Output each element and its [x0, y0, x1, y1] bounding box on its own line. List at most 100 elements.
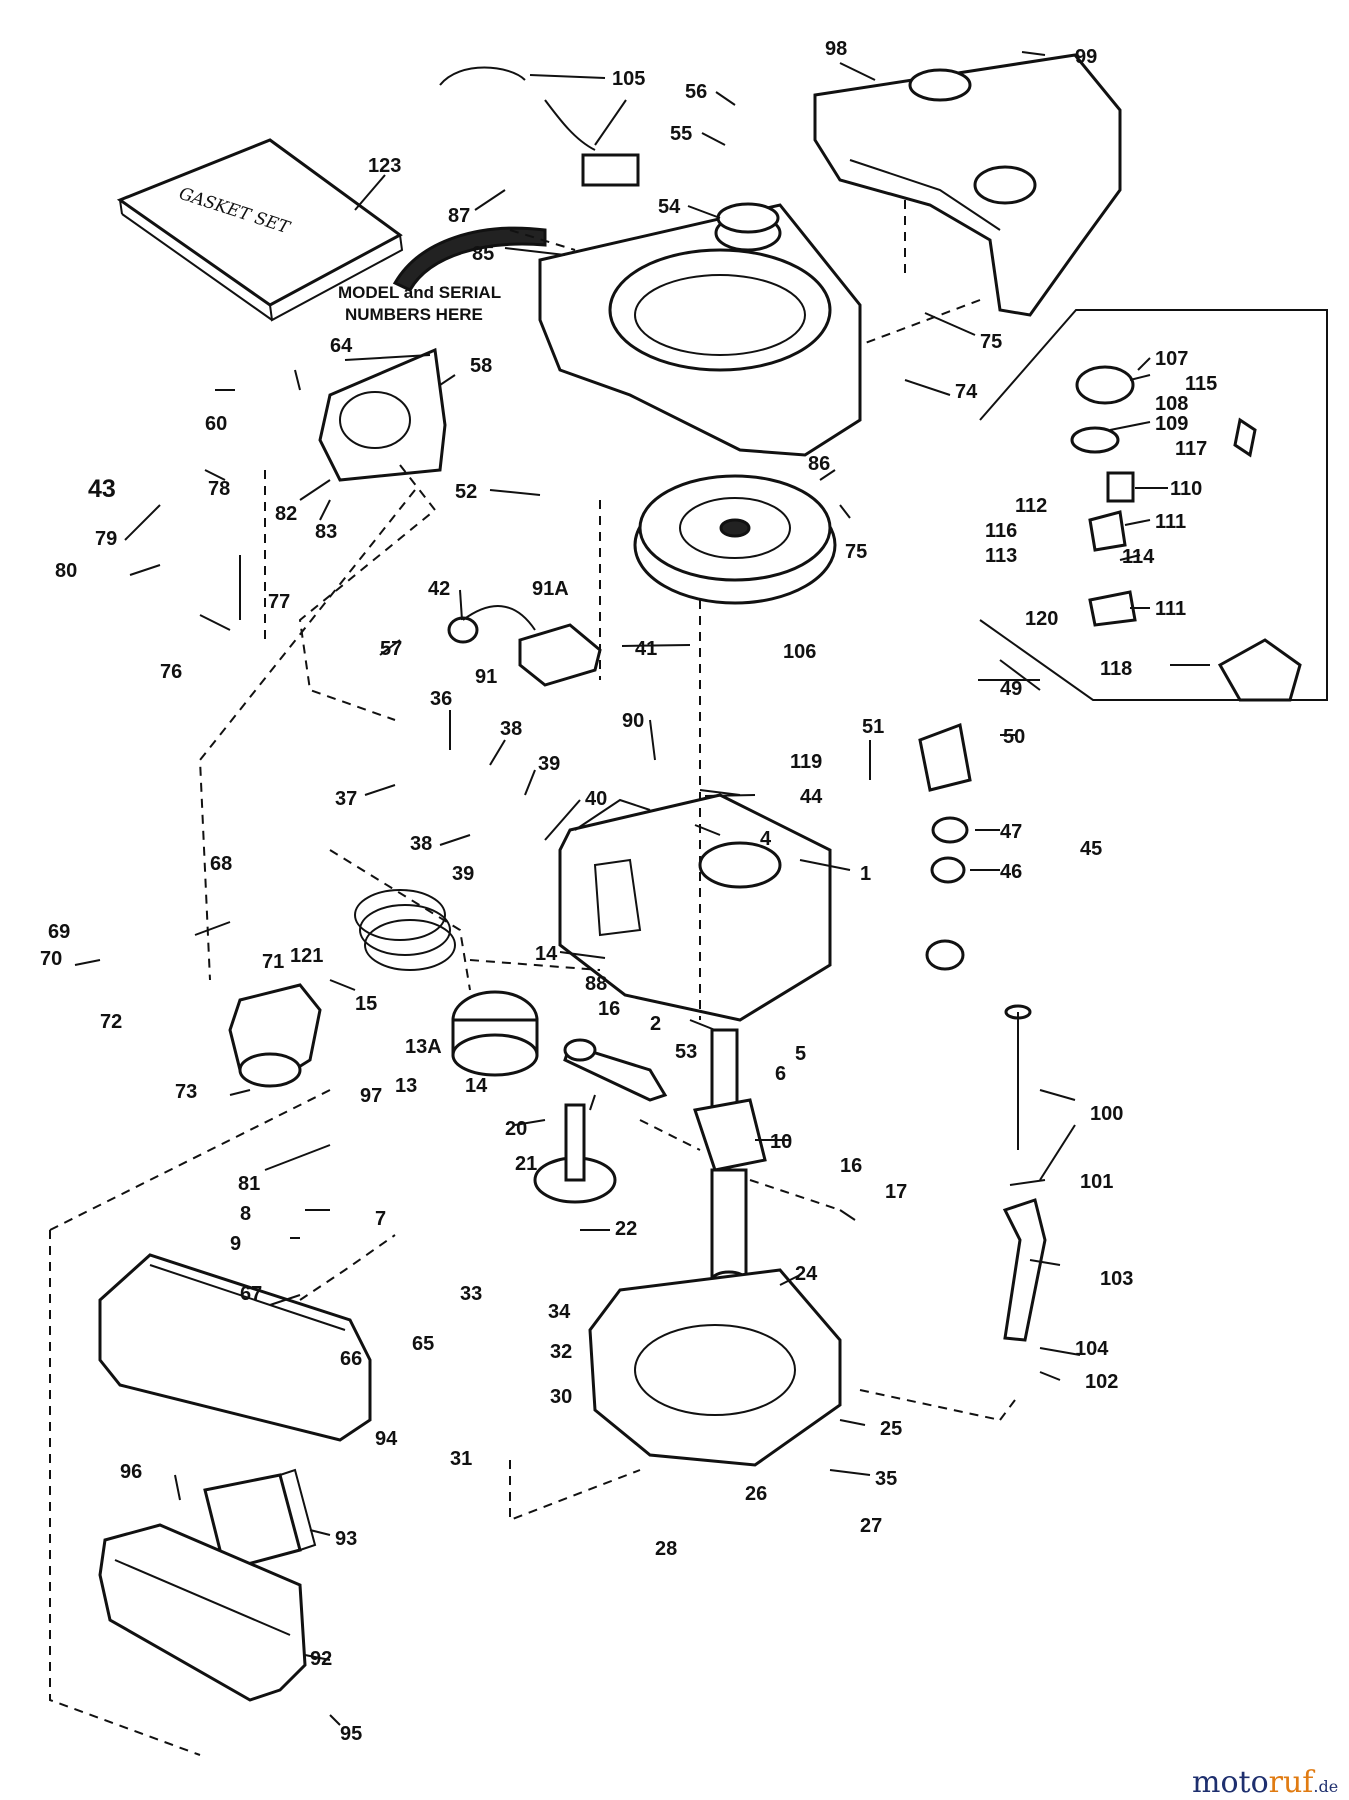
- callout: 13A: [405, 1036, 442, 1058]
- callout: 13: [395, 1075, 417, 1097]
- connecting-rod-part: [563, 1038, 668, 1102]
- fuel-line-part: [439, 66, 640, 187]
- callout: 28: [655, 1538, 677, 1560]
- oil-fill-tube-part: [1002, 1198, 1047, 1342]
- callout: 110: [1170, 478, 1202, 500]
- callout: 117: [1175, 438, 1207, 460]
- callout: 104: [1075, 1338, 1109, 1360]
- callout: 42: [428, 578, 450, 600]
- callout: 82: [275, 503, 297, 525]
- callout: 93: [335, 1528, 357, 1550]
- callout: 64: [330, 335, 353, 357]
- callout: 32: [550, 1341, 572, 1363]
- callout: 80: [55, 560, 77, 582]
- callout: 66: [340, 1348, 362, 1370]
- callout: 24: [795, 1263, 818, 1285]
- piston-part: [354, 889, 539, 1077]
- carburetor-part: [228, 983, 322, 1088]
- callout: 52: [455, 481, 477, 503]
- callout: 49: [1000, 678, 1022, 700]
- callout: 79: [95, 528, 117, 550]
- callout: 14: [535, 943, 558, 965]
- callout: 87: [448, 205, 470, 227]
- callout: 115: [1185, 373, 1217, 395]
- callout: 91A: [532, 578, 569, 600]
- callout: 111: [1155, 511, 1186, 533]
- assembly-lines: [49, 200, 1016, 1756]
- callout: 75: [845, 541, 867, 563]
- callout: 111: [1155, 598, 1186, 620]
- air-filter-part: [203, 1468, 317, 1572]
- air-cleaner-cover-part: [98, 1253, 372, 1442]
- callout: 14: [465, 1075, 488, 1097]
- callout: 5: [795, 1043, 806, 1065]
- callout: 113: [985, 545, 1017, 567]
- callout: 25: [880, 1418, 902, 1440]
- svg-text:motoruf.de: motoruf.de: [1192, 1765, 1338, 1800]
- callout: 85: [472, 243, 494, 265]
- callout: 69: [48, 921, 70, 943]
- callout: 116: [985, 520, 1017, 542]
- callout: 77: [268, 591, 290, 613]
- gasket-set-box: GASKET SET: [116, 138, 404, 322]
- dipstick-part: [1004, 1004, 1032, 1150]
- crankshaft-part: [693, 1028, 767, 1290]
- callout: 67: [240, 1283, 262, 1305]
- callout: 60: [205, 413, 227, 435]
- callout: 114: [1122, 546, 1155, 568]
- callout: 31: [450, 1448, 472, 1470]
- flywheel-part: [633, 474, 837, 605]
- model-serial-note: MODEL and SERIAL NUMBERS HERE: [338, 226, 547, 324]
- sump-part: [588, 1268, 842, 1467]
- callout: 6: [775, 1063, 786, 1085]
- callout: 76: [160, 661, 182, 683]
- callout: 44: [800, 786, 823, 808]
- callout: 81: [238, 1173, 260, 1195]
- callout: 7: [375, 1208, 386, 1230]
- ignition-coil-part: [447, 605, 602, 687]
- callout: 16: [840, 1155, 862, 1177]
- callout: 50: [1003, 726, 1025, 748]
- callout: 26: [745, 1483, 767, 1505]
- callout: 99: [1075, 46, 1097, 68]
- watermark-part3: .de: [1313, 1777, 1338, 1796]
- callout: 45: [1080, 838, 1102, 860]
- callout: 33: [460, 1283, 482, 1305]
- engine-block-part: [558, 793, 832, 1022]
- muffler-parts: [918, 722, 972, 971]
- callout: 118: [1100, 658, 1132, 680]
- air-cleaner-base-part: [98, 1523, 307, 1702]
- callout: 106: [783, 641, 816, 663]
- callout: 46: [1000, 861, 1022, 883]
- callout: 88: [585, 973, 607, 995]
- callout: 58: [470, 355, 492, 377]
- fuel-tank-part: [813, 53, 1122, 317]
- callout: 112: [1015, 495, 1047, 517]
- callout: 72: [100, 1011, 122, 1033]
- callout: 120: [1025, 608, 1058, 630]
- callout: 119: [790, 751, 822, 773]
- callout: 30: [550, 1386, 572, 1408]
- model-note-line2: NUMBERS HERE: [345, 305, 483, 324]
- callout: 107: [1155, 348, 1188, 370]
- callout: 55: [670, 123, 692, 145]
- callouts: 1 2 4 5 6 7 8 9 10 13 13A 14 14 15 16 16…: [40, 38, 1217, 1745]
- callout: 100: [1090, 1103, 1123, 1125]
- callout: 38: [500, 718, 522, 740]
- blower-housing-part: [538, 203, 862, 457]
- callout: 75: [980, 331, 1002, 353]
- cylinder-head-part: [318, 347, 447, 482]
- callout: 121: [290, 945, 323, 967]
- callout: 39: [452, 863, 474, 885]
- callout: 96: [120, 1461, 142, 1483]
- callout: 123: [368, 155, 401, 177]
- callout: 91: [475, 666, 497, 688]
- callout: 21: [515, 1153, 537, 1175]
- gas-cap-part: [714, 202, 782, 252]
- callout: 83: [315, 521, 337, 543]
- callout: 2: [650, 1013, 661, 1035]
- callout: 37: [335, 788, 357, 810]
- callout: 97: [360, 1085, 382, 1107]
- callout: 101: [1080, 1171, 1113, 1193]
